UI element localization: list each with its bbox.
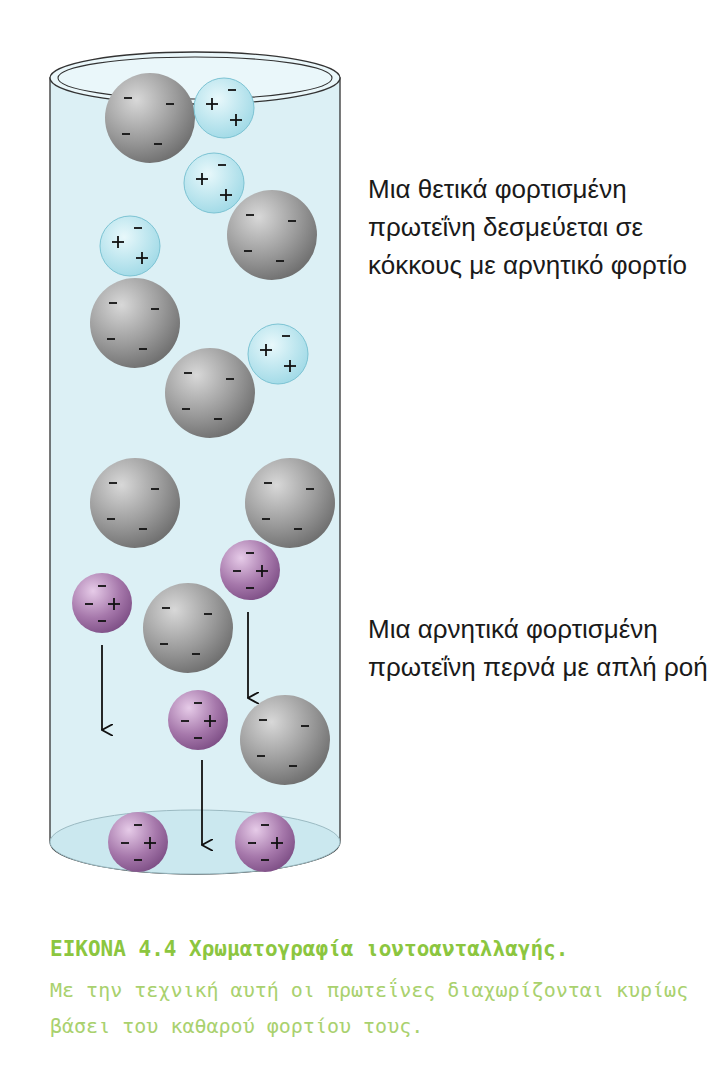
- beads-and-proteins: [72, 73, 335, 872]
- annotation-label: Μια θετικά φορτισμένη πρωτεΐνη δεσμεύετα…: [368, 170, 708, 284]
- negative-protein: [220, 540, 280, 600]
- annotation-label: Μια αρνητικά φορτισμένη πρωτεΐνη περνά μ…: [368, 610, 708, 686]
- negative-bead: [227, 190, 317, 280]
- negative-bead: [90, 278, 180, 368]
- negative-bead: [240, 695, 330, 785]
- positive-protein: [184, 153, 244, 213]
- column-body: [50, 52, 340, 874]
- negative-protein: [108, 812, 168, 872]
- negative-bead: [245, 458, 335, 548]
- figure-caption: Με την τεχνική αυτή οι πρωτεΐνες διαχωρί…: [50, 972, 720, 1044]
- positive-protein: [100, 216, 160, 276]
- negative-bead: [165, 348, 255, 438]
- flow-arrows: [102, 612, 248, 845]
- negative-protein: [168, 690, 228, 750]
- negative-bead: [105, 73, 195, 163]
- negative-protein: [72, 573, 132, 633]
- positive-protein: [248, 324, 308, 384]
- positive-protein: [194, 78, 254, 138]
- negative-protein: [235, 812, 295, 872]
- figure-title: ΕΙΚΟΝΑ 4.4 Χρωματογραφία ιοντοανταλλαγής…: [50, 932, 720, 966]
- negative-bead: [90, 458, 180, 548]
- negative-bead: [143, 583, 233, 673]
